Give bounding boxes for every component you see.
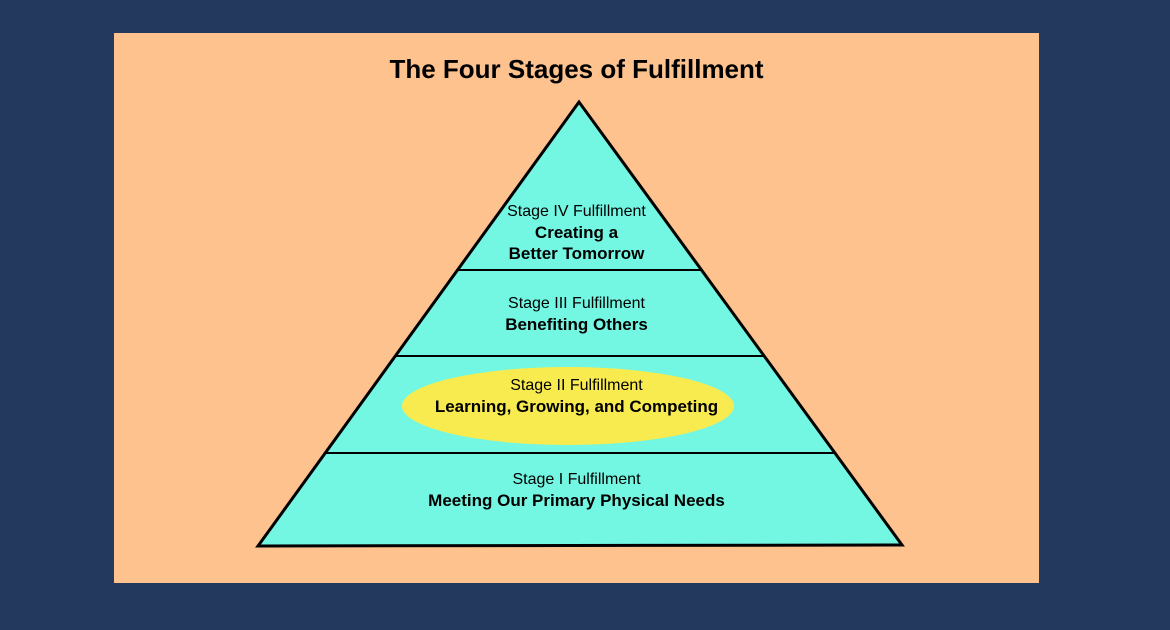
stage-ii-block: Stage II Fulfillment Learning, Growing, …	[114, 376, 1039, 417]
stage-iv-label: Stage IV Fulfillment	[507, 203, 646, 220]
stage-ii-label: Stage II Fulfillment	[510, 377, 643, 394]
stage-i-block: Stage I Fulfillment Meeting Our Primary …	[114, 470, 1039, 511]
stage-iii-desc: Benefiting Others	[505, 315, 648, 334]
pyramid-outline	[255, 99, 905, 548]
diagram-title: The Four Stages of Fulfillment	[389, 54, 764, 84]
stage-iv-block: Stage IV Fulfillment Creating a Better T…	[114, 202, 1039, 264]
pyramid-diagram	[255, 99, 905, 548]
stage-i-desc: Meeting Our Primary Physical Needs	[428, 491, 725, 510]
diagram-panel: The Four Stages of Fulfillment Stage IV …	[114, 33, 1039, 583]
stage-iv-desc-line1: Creating a	[534, 223, 619, 242]
stage-iv-desc-line2: Better Tomorrow	[508, 244, 645, 263]
stage-iii-block: Stage III Fulfillment Benefiting Others	[114, 294, 1039, 335]
stage-iii-label: Stage III Fulfillment	[508, 295, 645, 312]
highlight-ellipse	[402, 367, 734, 445]
stage-i-label: Stage I Fulfillment	[512, 471, 641, 488]
stage-ii-desc: Learning, Growing, and Competing	[434, 397, 719, 416]
